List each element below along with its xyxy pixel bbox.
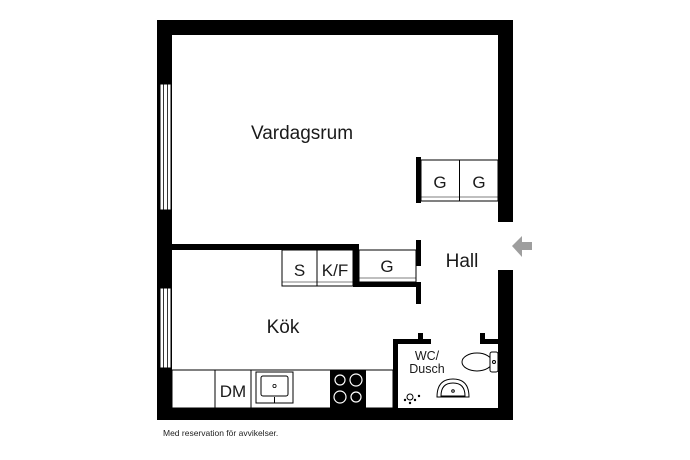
room-label-hall: Hall	[446, 251, 479, 272]
wall-bath-top-left	[393, 339, 431, 344]
interior-walls	[172, 157, 498, 408]
room-label-kitchen: Kök	[267, 317, 300, 338]
kitchen-sink-icon	[255, 371, 294, 404]
window-kitchen	[159, 287, 172, 369]
wall-wardrobe-g3-left	[353, 244, 359, 286]
wall-right-upper	[498, 20, 513, 222]
shower-icon	[403, 393, 421, 405]
disclaimer-text: Med reservation för avvikelser.	[163, 428, 279, 438]
entrance-arrow-icon	[512, 236, 532, 257]
wall-wardrobe-g12-left	[416, 157, 421, 203]
wardrobe-pair: G G	[420, 159, 499, 202]
wall-top	[157, 20, 513, 35]
wardrobe-1-label: G	[433, 173, 446, 192]
wall-right-lower	[498, 270, 513, 420]
wall-bottom	[157, 408, 513, 420]
wardrobe-2-label: G	[472, 173, 485, 192]
wall-hall-lower-stub	[416, 282, 421, 304]
wall-bath-door-jamb	[418, 333, 423, 344]
room-label-living: Vardagsrum	[251, 123, 353, 144]
outer-walls	[157, 20, 513, 420]
wall-bath-left	[393, 339, 398, 408]
window-living	[159, 83, 172, 211]
washbasin-icon	[436, 378, 470, 398]
wall-bath-right-jamb	[480, 333, 485, 344]
storage-label: S	[294, 261, 305, 280]
wall-hall-upper-stub	[416, 240, 421, 266]
dishwasher-label: DM	[220, 382, 246, 401]
kitchen-upper-units: S K/F	[281, 249, 354, 287]
room-label-bathroom-line1: WC/	[415, 349, 440, 363]
wardrobe-single: G	[358, 249, 417, 283]
fridge-freezer-label: K/F	[322, 261, 348, 280]
stove-icon	[330, 370, 366, 408]
wall-wardrobe-g3-bottom	[353, 282, 421, 287]
wall-bath-top-right	[482, 339, 498, 344]
wall-living-kitchen	[172, 244, 356, 250]
toilet-icon	[461, 351, 499, 373]
wardrobe-3-label: G	[380, 257, 393, 276]
room-label-bathroom-line2: Dusch	[409, 362, 444, 376]
